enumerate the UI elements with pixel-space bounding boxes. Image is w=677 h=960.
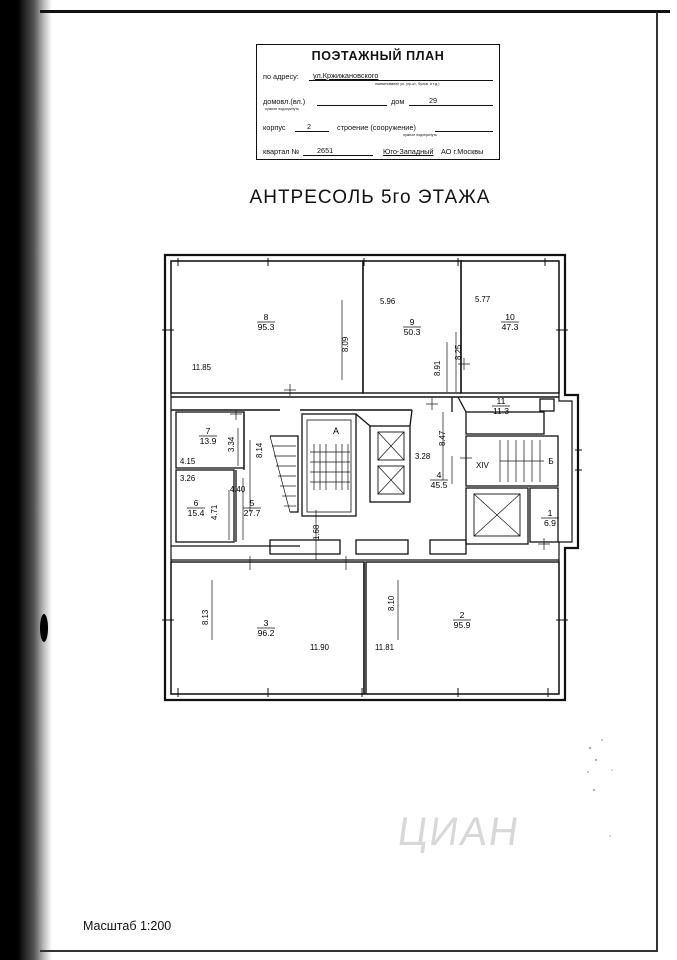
scan-smudge (40, 614, 48, 642)
stroenie-sublabel: нужное подчеркнуть (403, 133, 437, 137)
dimension-label: 8.13 (201, 610, 210, 625)
stroenie-underline (435, 131, 493, 132)
stroenie-label: строение (сооружение) (337, 123, 416, 132)
middle-partitions (171, 396, 559, 561)
room-5-area: 27.7 (244, 508, 261, 518)
room-5-number: 5 (250, 498, 255, 508)
room-1-label: 16.9 (541, 508, 559, 528)
dimension-label: 3.28 (415, 452, 430, 461)
room-7-area: 13.9 (200, 436, 217, 446)
room-7-number: 7 (206, 426, 211, 436)
bottom-partitions (170, 561, 560, 695)
stamp-title: ПОЭТАЖНЫЙ ПЛАН (311, 49, 445, 63)
sheet-border-right (656, 12, 658, 952)
dimension-label: 11.85 (192, 363, 212, 372)
room-6-area: 15.4 (188, 508, 205, 518)
watermark-logo: ЦИАН (394, 810, 524, 854)
room-11-area: 11.3 (493, 406, 509, 416)
corridor-label-xiv: XIV (476, 461, 490, 470)
room-3-area: 96.2 (258, 628, 275, 638)
district-value: Юго-Западный (383, 147, 434, 156)
stair-label-a: А (333, 426, 339, 436)
room-4-label: 445.5 (430, 470, 448, 490)
floor-title: АНТРЕСОЛЬ 5го ЭТАЖА (249, 187, 491, 208)
dimension-label: 4.40 (230, 485, 246, 494)
dimension-labels: 11.85 8.09 5.96 8.91 5.77 8.25 3.34 4.15 3.26 4.7… (180, 295, 490, 652)
kvartal-label: квартал № (263, 147, 300, 156)
address-value: ул.Кржижановского (313, 71, 379, 80)
dimension-label: 5.77 (475, 295, 490, 304)
dimension-label: 11.90 (310, 643, 330, 652)
korpus-label: корпус (263, 123, 286, 132)
room-8-label: 895.3 (257, 312, 275, 332)
title-stamp: ПОЭТАЖНЫЙ ПЛАН по адресу: ул.Кржижановск… (256, 44, 500, 160)
room-10-area: 47.3 (502, 322, 519, 332)
domovl-label: домовл.(вл.) (263, 97, 306, 106)
kvartal-underline (303, 155, 373, 156)
dimension-lines (211, 300, 550, 640)
domovl-sublabel: нужное подчеркнуть (265, 107, 299, 111)
kvartal-value: 2651 (317, 146, 334, 155)
room-9-number: 9 (410, 317, 415, 327)
dimension-label: 5.96 (380, 297, 395, 306)
domovl-underline (317, 105, 387, 106)
scan-speckles (587, 739, 613, 837)
dimension-label: 8.10 (387, 595, 396, 611)
dimension-label: 11.81 (375, 643, 394, 652)
address-underline (309, 80, 493, 81)
room-9-area: 50.3 (404, 327, 421, 337)
scale-label: Масштаб 1:200 (83, 919, 172, 933)
scan-artifact-edge (0, 0, 52, 960)
dimension-label: 8.91 (433, 361, 442, 376)
room-10-number: 10 (505, 312, 515, 322)
room-3-label: 396.2 (257, 618, 275, 638)
sheet-border-bottom (40, 950, 658, 952)
room-8-area: 95.3 (258, 322, 275, 332)
dom-value: 29 (429, 96, 438, 105)
address-sublabel: наименование ул. (пр-кт., бульв. и т.д.) (375, 82, 440, 86)
dimension-label: 8.25 (454, 344, 463, 360)
room-7-label: 713.9 (199, 426, 217, 446)
dimension-label: 8.09 (341, 337, 350, 352)
room-9-label: 950.3 (403, 317, 421, 337)
korpus-value: 2 (307, 122, 312, 131)
room-4-area: 45.5 (431, 480, 448, 490)
dimension-label: 4.15 (180, 457, 196, 466)
dom-underline (409, 105, 493, 106)
address-label: по адресу: (263, 72, 299, 81)
room-11-number: 11 (497, 396, 506, 406)
dimension-label: 3.26 (180, 474, 195, 483)
room-5-label: 527.7 (243, 498, 261, 518)
city-value: АО г.Москвы (441, 147, 484, 156)
room-1-area: 6.9 (544, 518, 556, 528)
korpus-underline (295, 131, 329, 132)
room-2-area: 95.9 (454, 620, 471, 630)
top-partitions (170, 260, 560, 411)
sheet-border-top (40, 10, 670, 13)
room-2-number: 2 (460, 610, 465, 620)
dimension-label: 1.68 (312, 525, 321, 540)
dimension-label: 4.71 (210, 505, 219, 520)
dimension-label: 8.47 (438, 431, 447, 446)
room-4-number: 4 (437, 470, 442, 480)
room-3-number: 3 (264, 618, 269, 628)
dimension-label: 8.14 (255, 442, 264, 458)
room-2-label: 295.9 (453, 610, 471, 630)
room-6-label: 615.4 (187, 498, 205, 518)
room-8-number: 8 (264, 312, 269, 322)
window-marks (162, 258, 582, 697)
dimension-label: 3.34 (227, 436, 236, 452)
room-6-number: 6 (194, 498, 199, 508)
room-1-number: 1 (548, 508, 553, 518)
stair-label-b: Б (548, 457, 553, 466)
dom-label: дом (391, 97, 405, 106)
